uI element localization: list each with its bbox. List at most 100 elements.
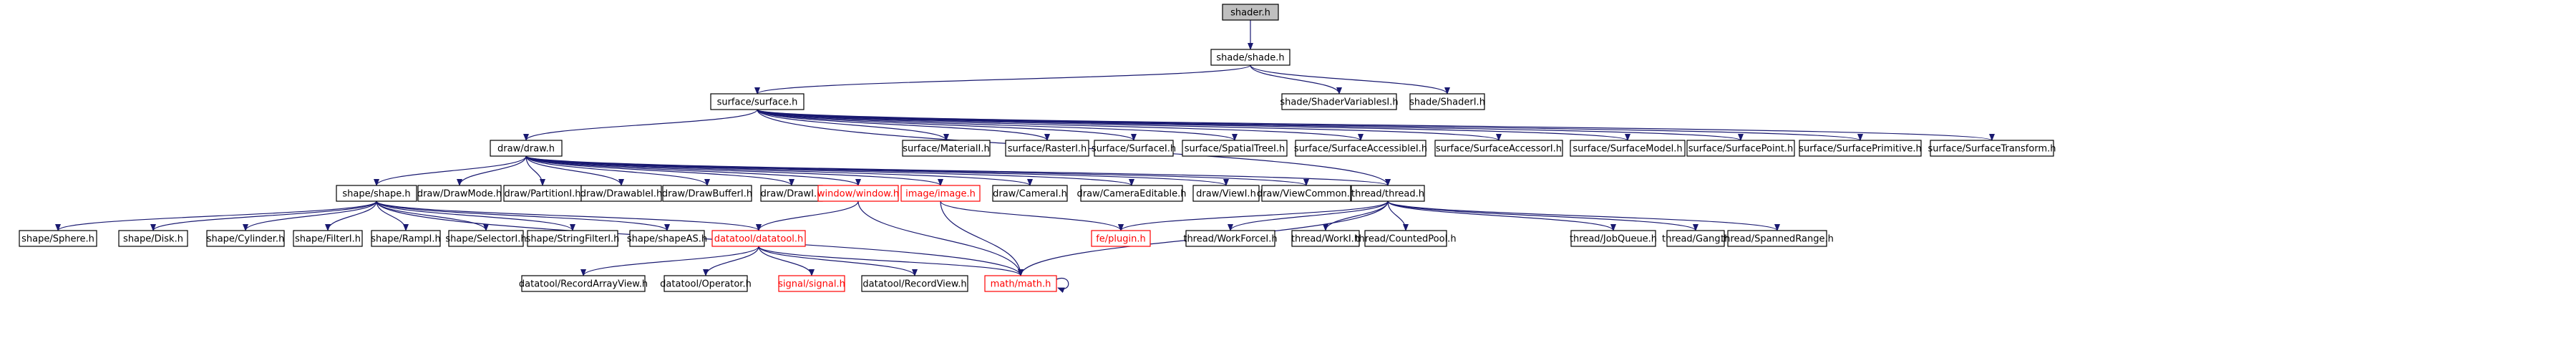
graph-node-n11[interactable]: surface/SurfaceAccessibleI.h xyxy=(1294,140,1427,157)
node-label: draw/CameraI.h xyxy=(993,189,1067,200)
node-box xyxy=(778,275,845,292)
graph-node-n23[interactable]: window/window.h xyxy=(817,185,899,202)
node-label: shape/Sphere.h xyxy=(21,234,94,245)
graph-node-n13[interactable]: surface/SurfaceModel.h xyxy=(1570,140,1686,157)
node-box xyxy=(490,140,563,157)
node-box xyxy=(662,185,752,202)
node-box xyxy=(629,230,705,247)
node-label: shape/StringFilterI.h xyxy=(526,234,620,245)
graph-node-n3[interactable]: shade/ShaderVariablesI.h xyxy=(1280,93,1399,110)
graph-node-n42[interactable]: thread/CountedPool.h xyxy=(1355,230,1457,247)
node-label: thread/SpannedRange.h xyxy=(1721,234,1834,245)
graph-node-n50[interactable]: math/math.h xyxy=(984,275,1057,292)
node-box xyxy=(118,230,188,247)
graph-node-n44[interactable]: thread/Gang.h xyxy=(1662,230,1729,247)
edge-n2-n4 xyxy=(1250,64,1450,95)
graph-node-n34[interactable]: shape/RampI.h xyxy=(371,230,441,247)
graph-node-n40[interactable]: thread/WorkForceI.h xyxy=(1183,230,1278,247)
graph-node-n37[interactable]: shape/shapeAS.h xyxy=(627,230,707,247)
graph-node-n28[interactable]: draw/ViewCommon.h xyxy=(1257,185,1356,202)
graph-node-n12[interactable]: surface/SurfaceAccessorI.h xyxy=(1434,140,1563,157)
node-box xyxy=(1185,230,1275,247)
graph-node-n2[interactable]: shade/shade.h xyxy=(1210,49,1291,66)
node-box xyxy=(1686,140,1795,157)
graph-node-n1[interactable]: shader.h xyxy=(1222,4,1279,21)
node-label: math/math.h xyxy=(991,279,1051,290)
node-box xyxy=(521,275,646,292)
graph-node-n22[interactable]: draw/DrawI.h xyxy=(760,185,823,202)
edge-n38-n47 xyxy=(703,246,759,276)
graph-node-n30[interactable]: shape/Sphere.h xyxy=(19,230,97,247)
node-label: datatool/datatool.h xyxy=(714,234,804,245)
node-label: shape/shapeAS.h xyxy=(627,234,707,245)
graph-node-n6[interactable]: draw/draw.h xyxy=(490,140,563,157)
edge-layer xyxy=(55,19,1995,294)
node-label: datatool/RecordArrayView.h xyxy=(519,279,648,290)
graph-node-n29[interactable]: thread/thread.h xyxy=(1351,185,1425,202)
node-label: surface/SurfaceAccessorI.h xyxy=(1436,144,1562,155)
graph-node-n31[interactable]: shape/Disk.h xyxy=(118,230,188,247)
node-box xyxy=(1281,93,1397,110)
node-label: draw/DrawMode.h xyxy=(417,189,502,200)
node-box xyxy=(1291,230,1360,247)
graph-node-n16[interactable]: surface/SurfaceTransform.h xyxy=(1928,140,2056,157)
graph-node-n10[interactable]: surface/SpatialTreeI.h xyxy=(1182,140,1288,157)
edge-n2-n5 xyxy=(754,64,1251,95)
graph-node-n27[interactable]: draw/ViewI.h xyxy=(1192,185,1260,202)
edge-n29-n43 xyxy=(1387,200,1616,231)
node-label: shape/Cylinder.h xyxy=(207,234,285,245)
graph-node-n9[interactable]: surface/SurfaceI.h xyxy=(1092,140,1176,157)
graph-node-n19[interactable]: draw/PartitionI.h xyxy=(503,185,582,202)
node-box xyxy=(1080,185,1183,202)
graph-node-n4[interactable]: shade/ShaderI.h xyxy=(1409,93,1485,110)
edge-n17-n31 xyxy=(150,200,377,231)
node-label: window/window.h xyxy=(817,189,899,200)
edge-n5-n6 xyxy=(523,109,758,141)
graph-node-n17[interactable]: shape/shape.h xyxy=(336,185,417,202)
edge-n5-n7 xyxy=(757,109,949,141)
graph-node-n41[interactable]: thread/WorkI.h xyxy=(1291,230,1360,247)
graph-node-n25[interactable]: draw/CameraI.h xyxy=(992,185,1068,202)
graph-node-n43[interactable]: thread/JobQueue.h xyxy=(1570,230,1657,247)
node-box xyxy=(984,275,1057,292)
node-label: signal/signal.h xyxy=(778,279,845,290)
edge-n17-n37 xyxy=(376,200,670,231)
graph-node-n26[interactable]: draw/CameraEditable.h xyxy=(1077,185,1187,202)
graph-node-n46[interactable]: datatool/RecordArrayView.h xyxy=(519,275,648,292)
graph-node-n15[interactable]: surface/SurfacePrimitive.h xyxy=(1799,140,1922,157)
graph-node-n18[interactable]: draw/DrawMode.h xyxy=(417,185,502,202)
edge-n29-n45 xyxy=(1387,200,1780,231)
node-box xyxy=(1364,230,1447,247)
graph-node-n24[interactable]: image/image.h xyxy=(900,185,981,202)
edge-n17-n38 xyxy=(376,200,762,231)
node-label: thread/WorkForceI.h xyxy=(1183,234,1277,245)
edge-n17-n32 xyxy=(243,200,377,231)
node-label: shader.h xyxy=(1230,8,1270,19)
edge-n5-n10 xyxy=(757,109,1238,141)
graph-node-n39[interactable]: fe/plugin.h xyxy=(1091,230,1151,247)
node-box xyxy=(1799,140,1922,157)
edge-n5-n12 xyxy=(757,109,1502,141)
graph-node-n5[interactable]: surface/surface.h xyxy=(710,93,805,110)
graph-node-n47[interactable]: datatool/Operator.h xyxy=(660,275,752,292)
graph-node-n36[interactable]: shape/StringFilterI.h xyxy=(526,230,620,247)
edge-n29-n44 xyxy=(1387,200,1698,231)
graph-node-n49[interactable]: datatool/RecordView.h xyxy=(861,275,968,292)
graph-node-n7[interactable]: surface/MaterialI.h xyxy=(902,140,991,157)
graph-node-n14[interactable]: surface/SurfacePoint.h xyxy=(1686,140,1795,157)
node-label: draw/DrawableI.h xyxy=(580,189,663,200)
node-label: shade/shade.h xyxy=(1216,53,1284,64)
graph-node-n32[interactable]: shape/Cylinder.h xyxy=(206,230,285,247)
edge-n6-n27 xyxy=(525,155,1229,186)
graph-node-n45[interactable]: thread/SpannedRange.h xyxy=(1721,230,1834,247)
graph-node-n20[interactable]: draw/DrawableI.h xyxy=(580,185,663,202)
graph-node-n8[interactable]: surface/RasterI.h xyxy=(1005,140,1089,157)
node-box xyxy=(293,230,363,247)
graph-node-n21[interactable]: draw/DrawBufferI.h xyxy=(662,185,752,202)
graph-node-n38[interactable]: datatool/datatool.h xyxy=(711,230,806,247)
graph-node-n35[interactable]: shape/SelectorI.h xyxy=(445,230,527,247)
graph-node-n48[interactable]: signal/signal.h xyxy=(778,275,845,292)
graph-node-n33[interactable]: shape/FilterI.h xyxy=(293,230,363,247)
node-box xyxy=(1930,140,2054,157)
